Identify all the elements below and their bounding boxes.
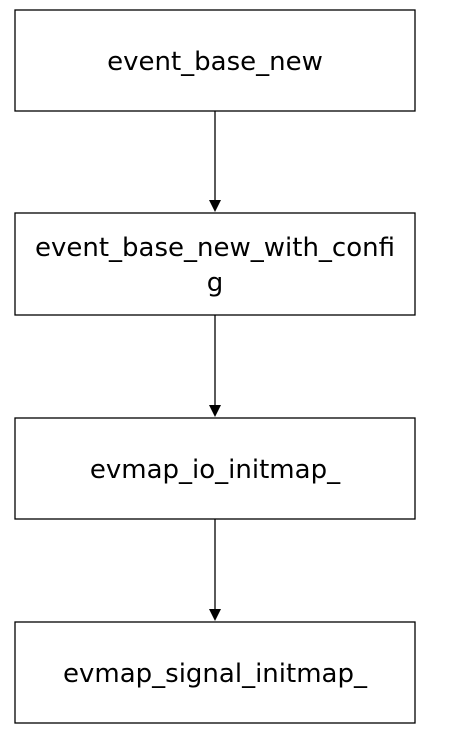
node-box <box>14 9 416 112</box>
node-label-line-1: event_base_new_with_confi <box>35 233 395 263</box>
node-box <box>14 417 416 520</box>
arrowhead <box>209 405 221 417</box>
arrowhead <box>209 200 221 212</box>
edge-with-config-to-io-initmap <box>209 315 221 417</box>
edge-base-new-to-with-config <box>209 111 221 212</box>
node-label: evmap_io_initmap_ <box>90 455 341 485</box>
node-evmap-io-initmap: evmap_io_initmap_ <box>14 417 416 520</box>
node-label-line-2: g <box>207 268 224 298</box>
node-event-base-new-with-config: event_base_new_with_confi g <box>14 212 416 316</box>
node-label: event_base_new <box>107 47 323 77</box>
edge-io-initmap-to-signal-initmap <box>209 519 221 621</box>
node-box <box>14 621 416 724</box>
node-label: evmap_signal_initmap_ <box>63 659 368 689</box>
node-event-base-new: event_base_new <box>14 9 416 112</box>
node-box <box>14 212 416 316</box>
arrowhead <box>209 609 221 621</box>
node-evmap-signal-initmap: evmap_signal_initmap_ <box>14 621 416 724</box>
